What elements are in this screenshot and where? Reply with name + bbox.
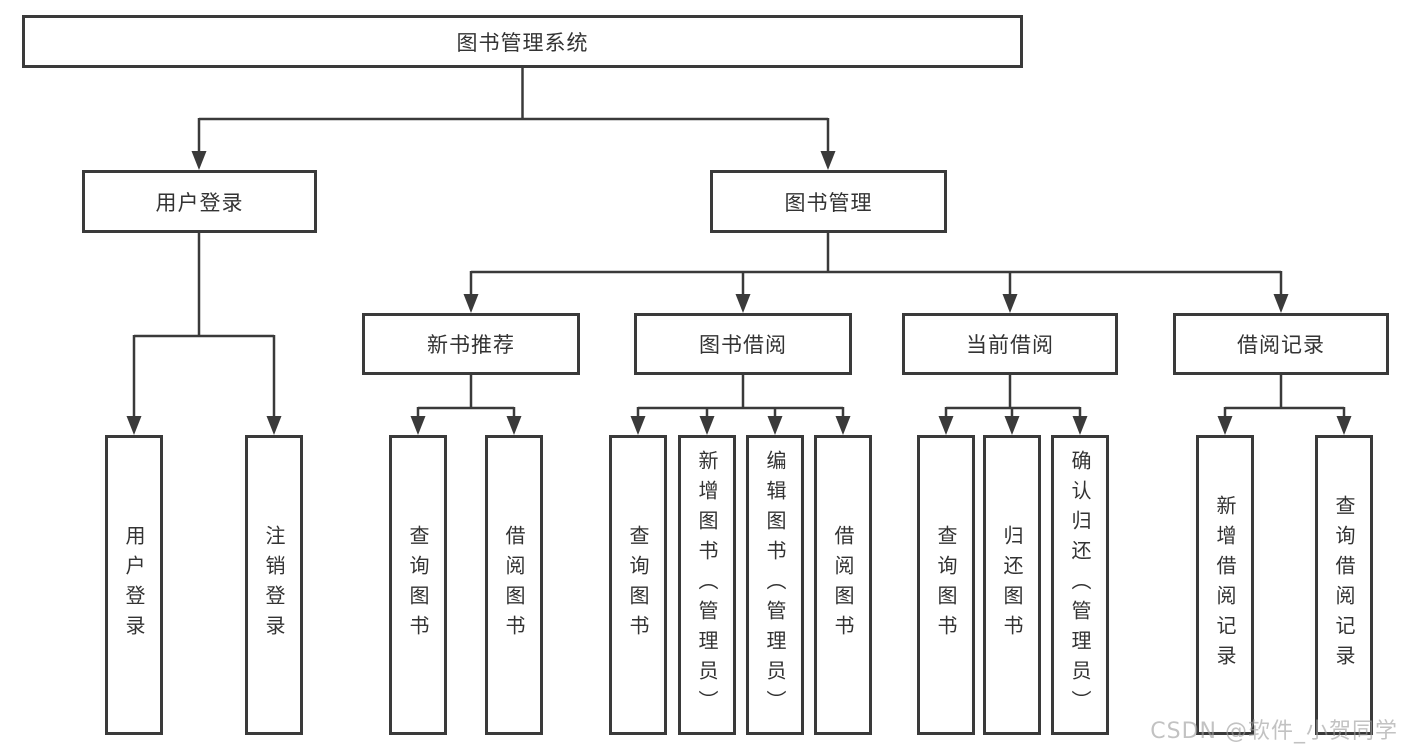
leaf-user-login-label: 用户登录 [122, 525, 146, 645]
leaf-query-borrow-record: 查询借阅记录 [1315, 435, 1373, 735]
node-new-book-recommend-label: 新书推荐 [427, 333, 515, 357]
leaf-add-book-admin-label: 新增图书（管理员） [695, 450, 719, 720]
leaf-query-books-recommend: 查询图书 [389, 435, 447, 735]
node-book-borrowing-label: 图书借阅 [699, 333, 787, 357]
leaf-confirm-return-admin: 确认归还（管理员） [1051, 435, 1109, 735]
node-book-management-label: 图书管理 [784, 190, 873, 215]
leaf-add-borrow-record-label: 新增借阅记录 [1213, 495, 1237, 675]
node-current-borrowing-label: 当前借阅 [966, 333, 1054, 357]
leaf-query-books-recommend-label: 查询图书 [406, 525, 430, 645]
leaf-query-books-borrowing-label: 查询图书 [626, 525, 650, 645]
leaf-query-books-borrowing: 查询图书 [609, 435, 667, 735]
leaf-logout-label: 注销登录 [262, 525, 286, 645]
leaf-query-books-current-label: 查询图书 [934, 525, 958, 645]
leaf-user-login: 用户登录 [105, 435, 163, 735]
leaf-return-book: 归还图书 [983, 435, 1041, 735]
node-current-borrowing: 当前借阅 [902, 313, 1118, 375]
node-borrowing-records-label: 借阅记录 [1237, 333, 1325, 357]
node-root-label: 图书管理系统 [456, 30, 589, 55]
leaf-logout: 注销登录 [245, 435, 303, 735]
leaf-add-borrow-record: 新增借阅记录 [1196, 435, 1254, 735]
node-user-login-label: 用户登录 [155, 190, 244, 215]
leaf-query-books-current: 查询图书 [917, 435, 975, 735]
leaf-edit-book-admin: 编辑图书（管理员） [746, 435, 804, 735]
node-root-library-system: 图书管理系统 [22, 15, 1023, 68]
node-book-borrowing: 图书借阅 [634, 313, 852, 375]
leaf-query-borrow-record-label: 查询借阅记录 [1332, 495, 1356, 675]
leaf-borrow-book: 借阅图书 [814, 435, 872, 735]
leaf-borrow-book-recommend: 借阅图书 [485, 435, 543, 735]
leaf-add-book-admin: 新增图书（管理员） [678, 435, 736, 735]
leaf-borrow-book-recommend-label: 借阅图书 [502, 525, 526, 645]
leaf-confirm-return-admin-label: 确认归还（管理员） [1068, 450, 1092, 720]
leaf-borrow-book-label: 借阅图书 [831, 525, 855, 645]
leaf-edit-book-admin-label: 编辑图书（管理员） [763, 450, 787, 720]
node-borrowing-records: 借阅记录 [1173, 313, 1389, 375]
leaf-return-book-label: 归还图书 [1000, 525, 1024, 645]
node-book-management-branch: 图书管理 [710, 170, 947, 233]
node-new-book-recommend: 新书推荐 [362, 313, 580, 375]
node-user-login-branch: 用户登录 [82, 170, 317, 233]
